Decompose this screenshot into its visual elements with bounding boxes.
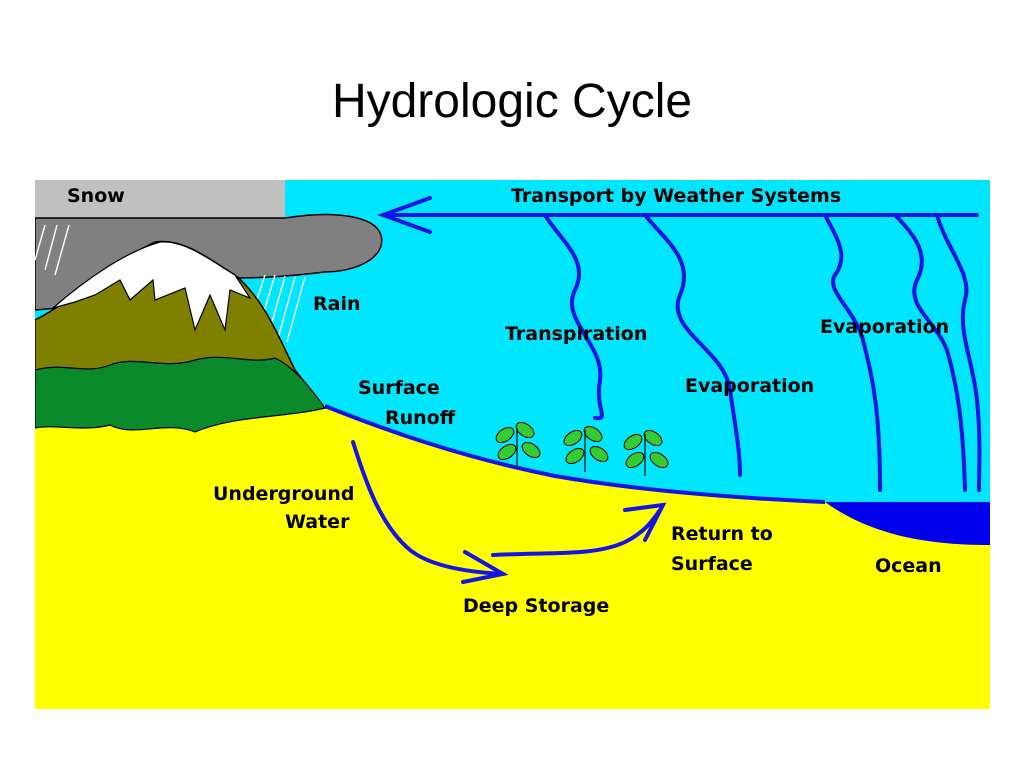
label-return-2: Surface: [671, 553, 753, 575]
ocean: [825, 502, 990, 545]
label-surface-runoff-2: Runoff: [385, 407, 456, 429]
slide-title: Hydrologic Cycle: [331, 75, 693, 128]
label-deep-storage: Deep Storage: [463, 595, 609, 617]
forest: [35, 356, 327, 433]
hydrologic-cycle-diagram: Snow Transport by Weather Systems Rain T…: [35, 180, 990, 709]
snowcap: [52, 241, 252, 333]
plant-icon: [495, 421, 669, 469]
label-evaporation-left: Evaporation: [685, 375, 814, 397]
vapor-lines: [543, 213, 982, 492]
plant-stems: [516, 428, 646, 476]
label-evaporation-right: Evaporation: [820, 316, 949, 338]
label-underground-2: Water: [285, 511, 350, 533]
return-arrow: [491, 502, 667, 557]
label-transport: Transport by Weather Systems: [511, 185, 841, 207]
label-rain: Rain: [313, 293, 361, 315]
label-transpiration: Transpiration: [505, 323, 647, 345]
label-return-1: Return to: [671, 523, 773, 545]
label-surface-runoff-1: Surface: [358, 377, 440, 399]
label-ocean: Ocean: [875, 555, 942, 577]
label-snow: Snow: [67, 185, 125, 207]
arrow-icon: [377, 196, 979, 234]
ground: [35, 405, 990, 709]
label-underground-1: Underground: [213, 483, 355, 505]
diagram-canvas: Snow Transport by Weather Systems Rain T…: [35, 180, 990, 709]
snow-band: [35, 180, 285, 220]
surface-runoff-line: [324, 404, 826, 504]
underground-arrow: [351, 440, 509, 584]
